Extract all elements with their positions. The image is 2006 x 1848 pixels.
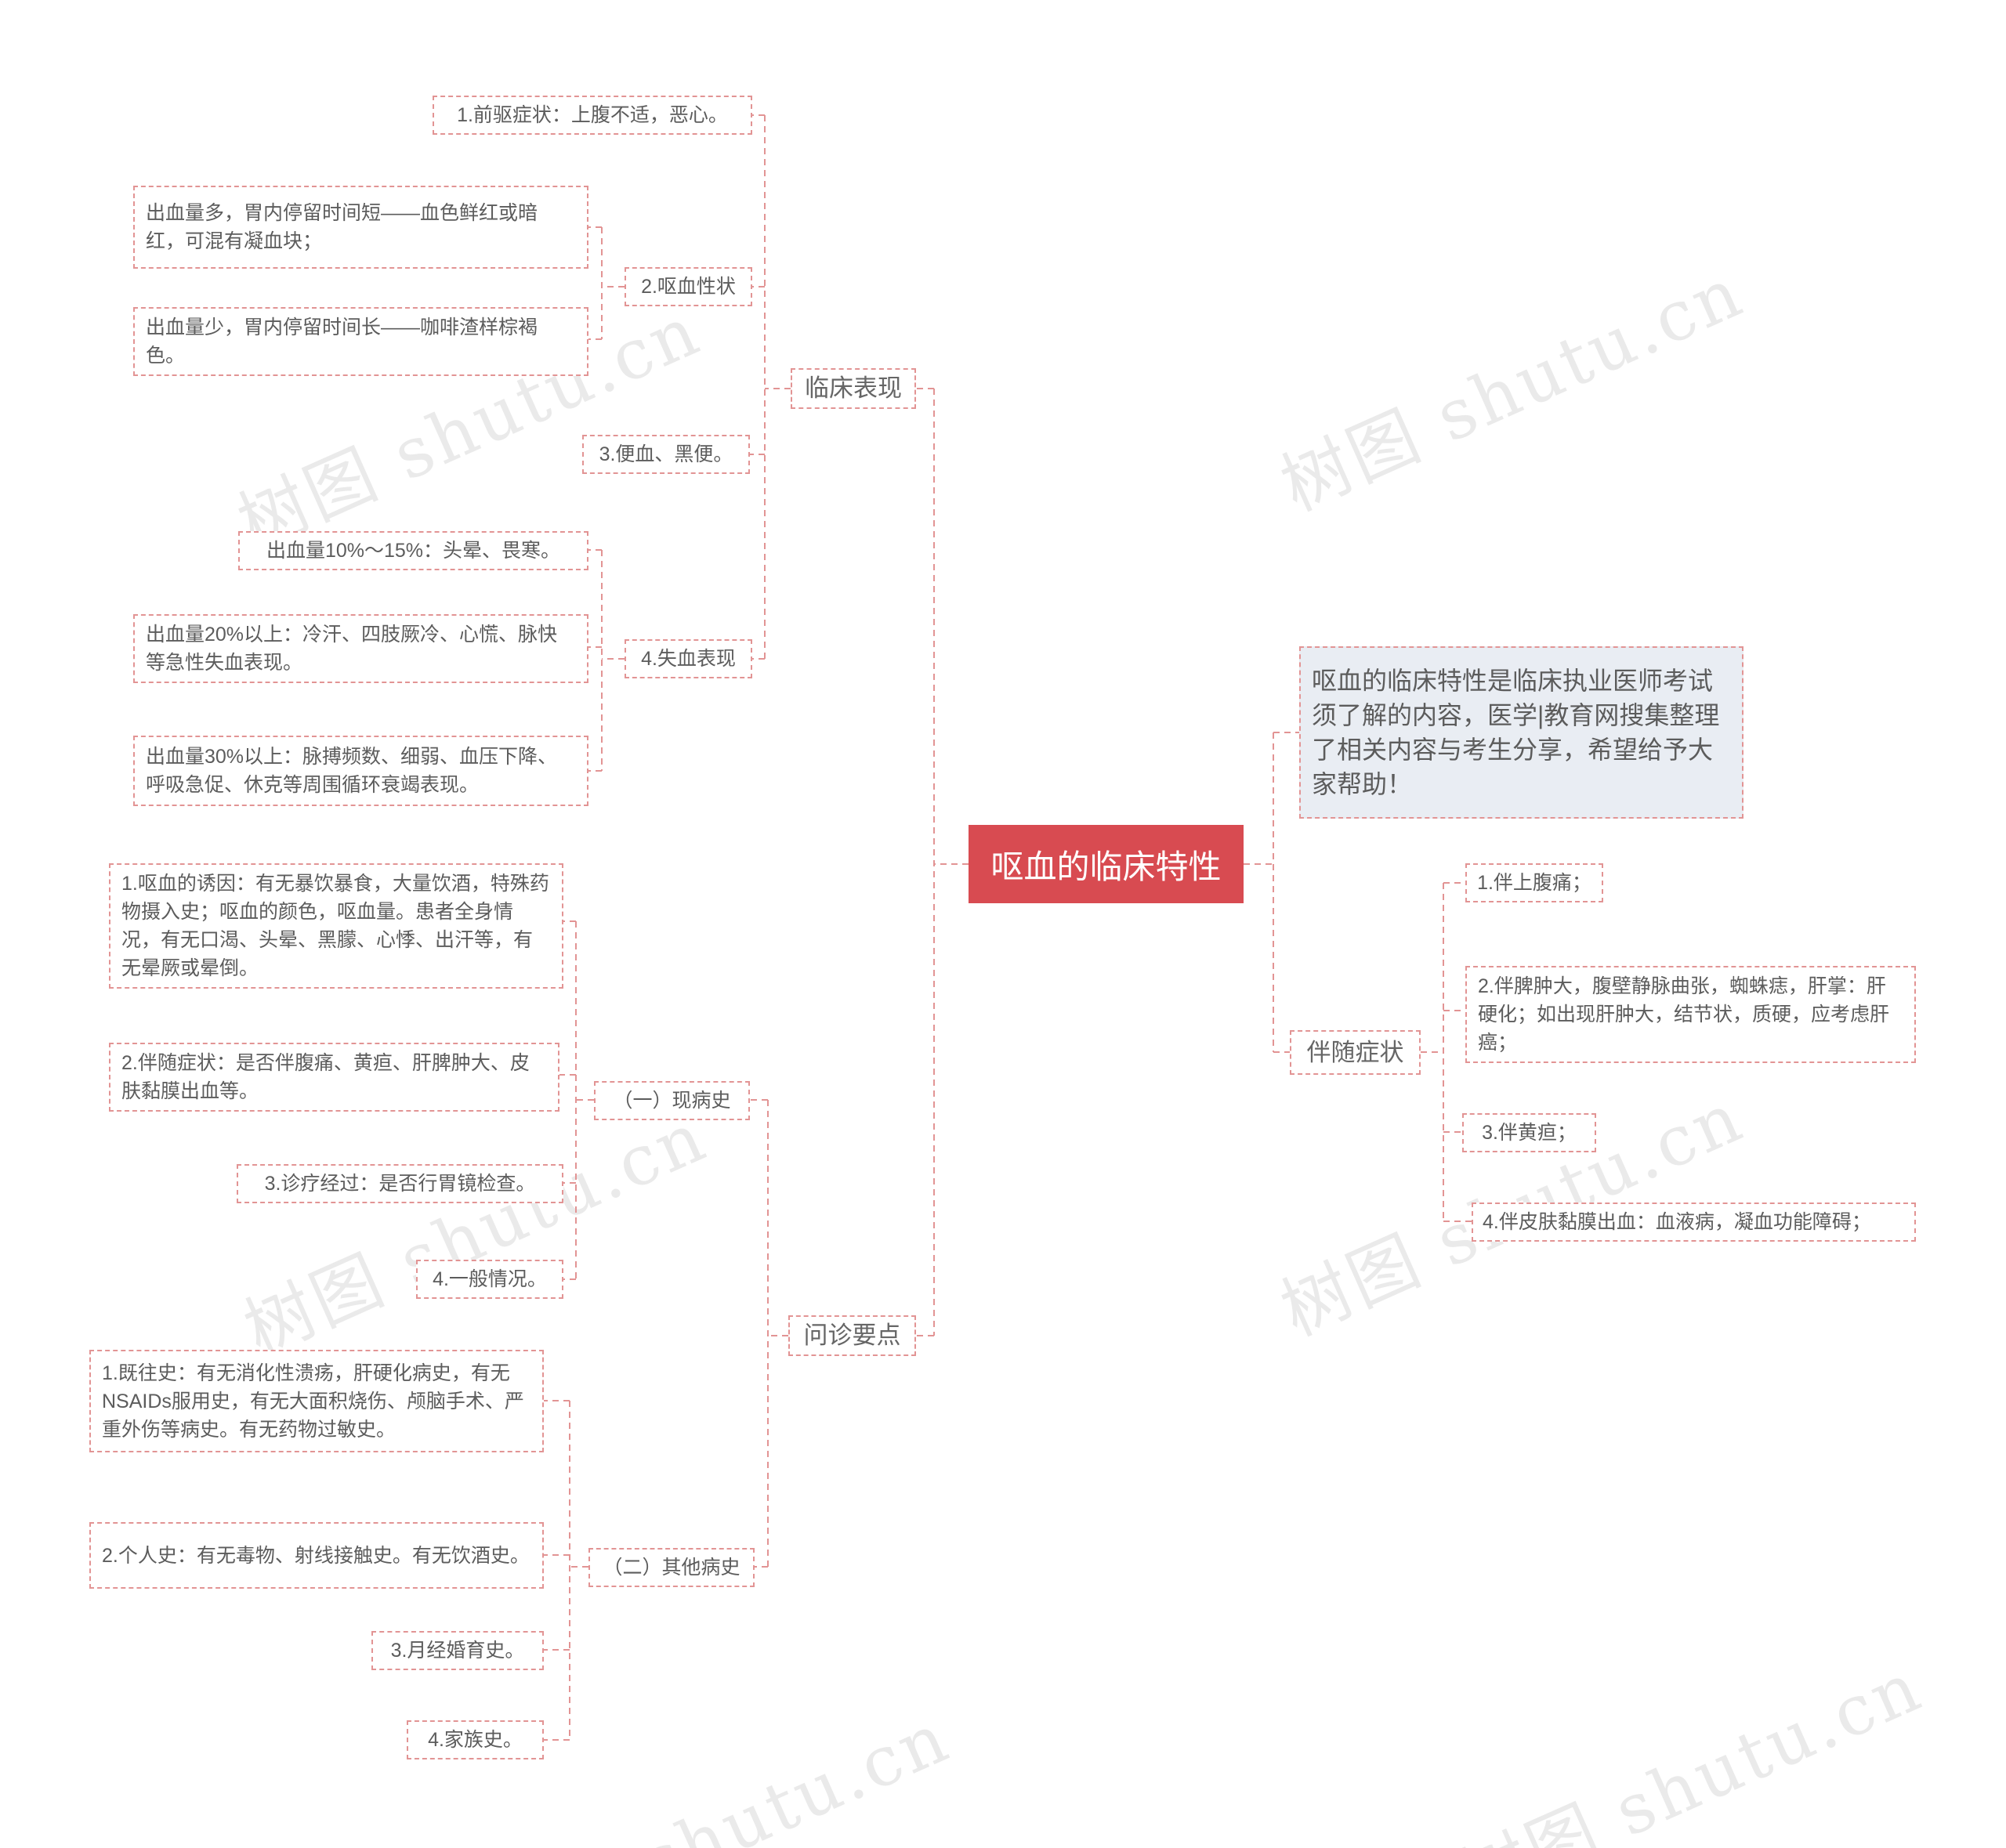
- node-accompanying-symptoms-inquiry: 2.伴随症状：是否伴腹痛、黄疸、肝脾肿大、皮肤黏膜出血等。: [109, 1043, 559, 1112]
- node-trigger: 1.呕血的诱因：有无暴饮暴食，大量饮酒，特殊药物摄入史；呕血的颜色，呕血量。患者…: [109, 863, 563, 989]
- node-jaundice: 3.伴黄疸；: [1462, 1113, 1596, 1152]
- node-loss-10-15: 出血量10%～15%：头晕、畏寒。: [238, 531, 588, 570]
- node-past-history: 1.既往史：有无消化性溃疡，肝硬化病史，有无NSAIDs服用史，有无大面积烧伤、…: [89, 1350, 544, 1452]
- branch-inquiry-points: 问诊要点: [788, 1315, 916, 1356]
- node-hematemesis-character: 2.呕血性状: [625, 267, 752, 306]
- node-family-history: 4.家族史。: [407, 1720, 544, 1759]
- node-other-history: （二）其他病史: [588, 1548, 755, 1587]
- node-epigastric-pain: 1.伴上腹痛；: [1465, 863, 1603, 902]
- note-box: 呕血的临床特性是临床执业医师考试须了解的内容，医学|教育网搜集整理了相关内容与考…: [1299, 646, 1743, 819]
- node-bleed-little: 出血量少，胃内停留时间长——咖啡渣样棕褐色。: [133, 307, 588, 376]
- branch-accompanying-symptoms: 伴随症状: [1290, 1030, 1421, 1075]
- branch-clinical-manifestations: 临床表现: [791, 368, 916, 409]
- node-melena: 3.便血、黑便。: [582, 435, 750, 474]
- central-topic: 呕血的临床特性: [969, 825, 1244, 903]
- node-menstrual-history: 3.月经婚育史。: [371, 1631, 544, 1670]
- node-prodrome-symptoms: 1.前驱症状：上腹不适，恶心。: [433, 96, 752, 135]
- node-splenomegaly: 2.伴脾肿大，腹壁静脉曲张，蜘蛛痣，肝掌：肝硬化；如出现肝肿大，结节状，质硬，应…: [1465, 966, 1916, 1063]
- node-present-illness: （一）现病史: [594, 1081, 750, 1120]
- node-loss-20: 出血量20%以上：冷汗、四肢厥冷、心慌、脉快等急性失血表现。: [133, 614, 588, 683]
- node-bleed-much: 出血量多，胃内停留时间短——血色鲜红或暗红，可混有凝血块；: [133, 186, 588, 269]
- node-personal-history: 2.个人史：有无毒物、射线接触史。有无饮酒史。: [89, 1522, 544, 1589]
- node-mucosal-bleeding: 4.伴皮肤黏膜出血：血液病，凝血功能障碍；: [1472, 1202, 1916, 1242]
- node-treatment-course: 3.诊疗经过：是否行胃镜检查。: [237, 1164, 563, 1203]
- node-blood-loss: 4.失血表现: [625, 639, 752, 678]
- node-general-condition: 4.一般情况。: [416, 1260, 563, 1299]
- node-loss-30: 出血量30%以上：脉搏频数、细弱、血压下降、呼吸急促、休克等周围循环衰竭表现。: [133, 736, 588, 806]
